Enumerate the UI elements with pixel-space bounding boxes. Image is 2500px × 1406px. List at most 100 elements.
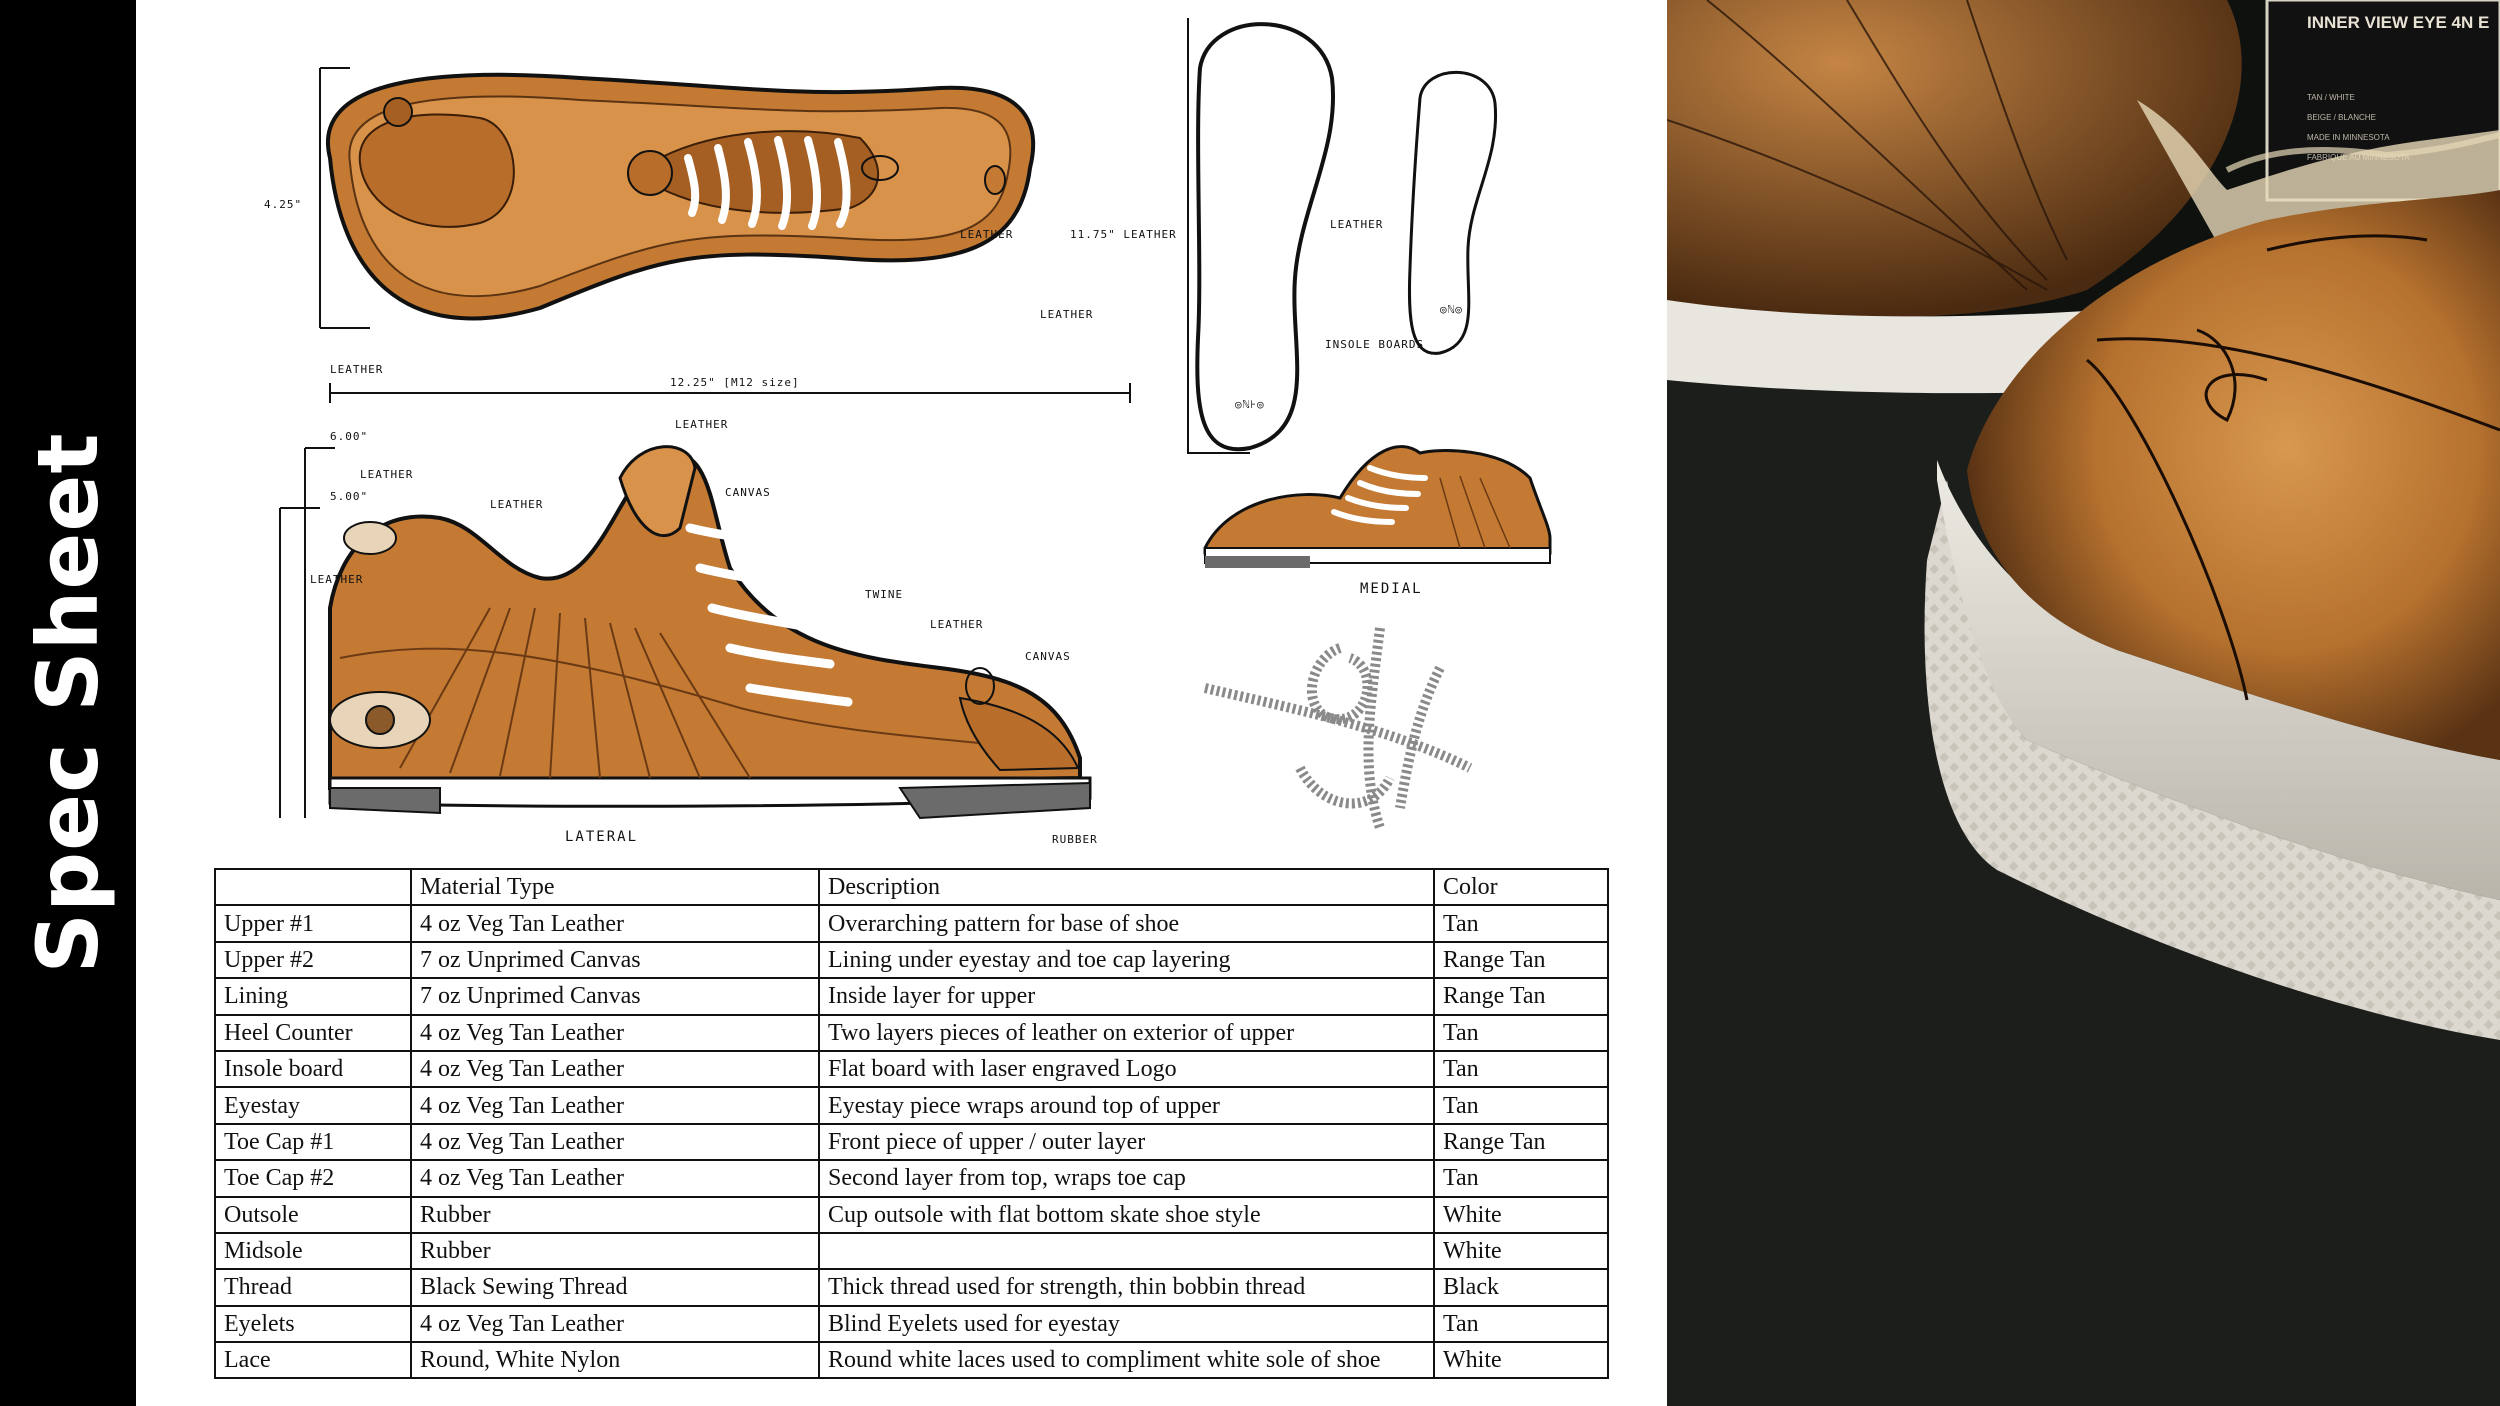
cell-part: Upper #2 bbox=[214, 940, 412, 980]
medial-view-title: MEDIAL bbox=[1360, 581, 1423, 597]
top-view-height-label: 4.25" bbox=[264, 198, 302, 211]
header-part bbox=[214, 867, 412, 907]
cell-description: Overarching pattern for base of shoe bbox=[818, 904, 1435, 943]
cell-part: Lace bbox=[214, 1341, 412, 1380]
cell-material: 7 oz Unprimed Canvas bbox=[410, 940, 820, 980]
technical-drawings: 4.25" LEATHER LEATHER 11.75" LEATHER LEA… bbox=[240, 8, 1630, 863]
box-label-line-3: MADE IN MINNESOTA bbox=[2307, 133, 2390, 142]
header-material: Material Type bbox=[410, 867, 820, 907]
cell-description: Lining under eyestay and toe cap layerin… bbox=[818, 940, 1435, 980]
box-label-line-2: BEIGE / BLANCHE bbox=[2307, 113, 2376, 122]
lateral-leather-label-5: LEATHER bbox=[930, 618, 983, 631]
cell-color: Range Tan bbox=[1433, 977, 1609, 1016]
cell-part: Thread bbox=[214, 1268, 412, 1307]
cell-material: 4 oz Veg Tan Leather bbox=[410, 1013, 820, 1052]
foreground-toe-cap bbox=[1967, 190, 2500, 760]
cell-material: 4 oz Veg Tan Leather bbox=[410, 1049, 820, 1089]
insole-logo-large: ◎ℕ⊦◎ bbox=[1235, 398, 1265, 411]
cell-color: Black bbox=[1433, 1268, 1609, 1307]
lateral-leather-label-2: LEATHER bbox=[310, 573, 363, 586]
cell-material: Rubber bbox=[410, 1231, 820, 1271]
brand-signature-sketch bbox=[1203, 627, 1473, 830]
insole-logo-small: ◎ℕ◎ bbox=[1440, 303, 1463, 316]
cell-part: Toe Cap #1 bbox=[214, 1122, 412, 1162]
top-view-leather-label-3: LEATHER bbox=[1040, 308, 1093, 321]
cell-material: 7 oz Unprimed Canvas bbox=[410, 977, 820, 1016]
lateral-leather-label-3: LEATHER bbox=[490, 498, 543, 511]
cell-material: 4 oz Veg Tan Leather bbox=[410, 1122, 820, 1162]
cell-part: Midsole bbox=[214, 1231, 412, 1271]
insole-boards-label: INSOLE BOARDS bbox=[1325, 338, 1424, 351]
cell-part: Toe Cap #2 bbox=[214, 1159, 412, 1198]
cell-material: Round, White Nylon bbox=[410, 1341, 820, 1380]
box-label-line-1: TAN / WHITE bbox=[2307, 93, 2355, 102]
insole-leather-label: LEATHER bbox=[1330, 218, 1383, 231]
cell-description bbox=[818, 1231, 1435, 1271]
cell-color: White bbox=[1433, 1195, 1609, 1234]
top-view-leather-label-1: LEATHER bbox=[960, 228, 1013, 241]
cell-color: Tan bbox=[1433, 1304, 1609, 1344]
foreground-sole bbox=[1924, 480, 2500, 1040]
cell-material: 4 oz Veg Tan Leather bbox=[410, 1159, 820, 1198]
spec-table: Material Type Description Color Upper #1… bbox=[214, 867, 1609, 1380]
cell-description: Front piece of upper / outer layer bbox=[818, 1122, 1435, 1162]
top-view-width-label: 12.25" [M12 size] bbox=[670, 376, 800, 389]
cell-color: Range Tan bbox=[1433, 1122, 1609, 1162]
lateral-twine-label: TWINE bbox=[865, 588, 903, 601]
sidebar: Spec Sheet bbox=[0, 0, 136, 1406]
cell-color: Tan bbox=[1433, 1159, 1609, 1198]
lateral-view-title: LATERAL bbox=[565, 829, 638, 845]
lateral-collar-label: 5.00" bbox=[330, 490, 368, 503]
cell-part: Outsole bbox=[214, 1195, 412, 1234]
cell-material: 4 oz Veg Tan Leather bbox=[410, 1086, 820, 1125]
table-header-row: Material Type Description Color bbox=[214, 867, 1609, 907]
cell-description: Round white laces used to compliment whi… bbox=[818, 1341, 1435, 1380]
cell-part: Lining bbox=[214, 977, 412, 1016]
cell-material: Black Sewing Thread bbox=[410, 1268, 820, 1307]
top-view-sketch: 4.25" LEATHER LEATHER 11.75" LEATHER LEA… bbox=[264, 67, 1177, 403]
cell-description: Cup outsole with flat bottom skate shoe … bbox=[818, 1195, 1435, 1234]
cell-description: Thick thread used for strength, thin bob… bbox=[818, 1268, 1435, 1307]
lateral-canvas-label-2: CANVAS bbox=[1025, 650, 1071, 663]
header-description: Description bbox=[818, 867, 1435, 907]
cell-material: 4 oz Veg Tan Leather bbox=[410, 1304, 820, 1344]
cell-color: Tan bbox=[1433, 904, 1609, 943]
cell-part: Insole board bbox=[214, 1049, 412, 1089]
cell-color: Tan bbox=[1433, 1013, 1609, 1052]
top-view-leather-label-2: LEATHER bbox=[330, 363, 383, 376]
cell-color: Tan bbox=[1433, 1086, 1609, 1125]
medial-view-sketch: MEDIAL bbox=[1203, 445, 1552, 597]
cell-part: Heel Counter bbox=[214, 1013, 412, 1052]
header-color: Color bbox=[1433, 867, 1609, 907]
box-label-title: INNER VIEW EYE 4N E bbox=[2307, 13, 2489, 32]
cell-description: Inside layer for upper bbox=[818, 977, 1435, 1016]
cell-material: 4 oz Veg Tan Leather bbox=[410, 904, 820, 943]
cell-description: Two layers pieces of leather on exterior… bbox=[818, 1013, 1435, 1052]
cell-part: Eyestay bbox=[214, 1086, 412, 1125]
cell-description: Flat board with laser engraved Logo bbox=[818, 1049, 1435, 1089]
lateral-rubber-label: RUBBER bbox=[1052, 833, 1098, 846]
top-view-length-label: 11.75" LEATHER bbox=[1070, 228, 1177, 241]
background-shoe bbox=[1667, 0, 2242, 318]
cell-part: Upper #1 bbox=[214, 904, 412, 943]
cell-color: Tan bbox=[1433, 1049, 1609, 1089]
cell-material: Rubber bbox=[410, 1195, 820, 1234]
lateral-leather-label-4: LEATHER bbox=[675, 418, 728, 431]
cell-description: Eyestay piece wraps around top of upper bbox=[818, 1086, 1435, 1125]
page-title: Spec Sheet bbox=[19, 432, 117, 974]
lateral-height-label: 6.00" bbox=[330, 430, 368, 443]
cell-part: Eyelets bbox=[214, 1304, 412, 1344]
